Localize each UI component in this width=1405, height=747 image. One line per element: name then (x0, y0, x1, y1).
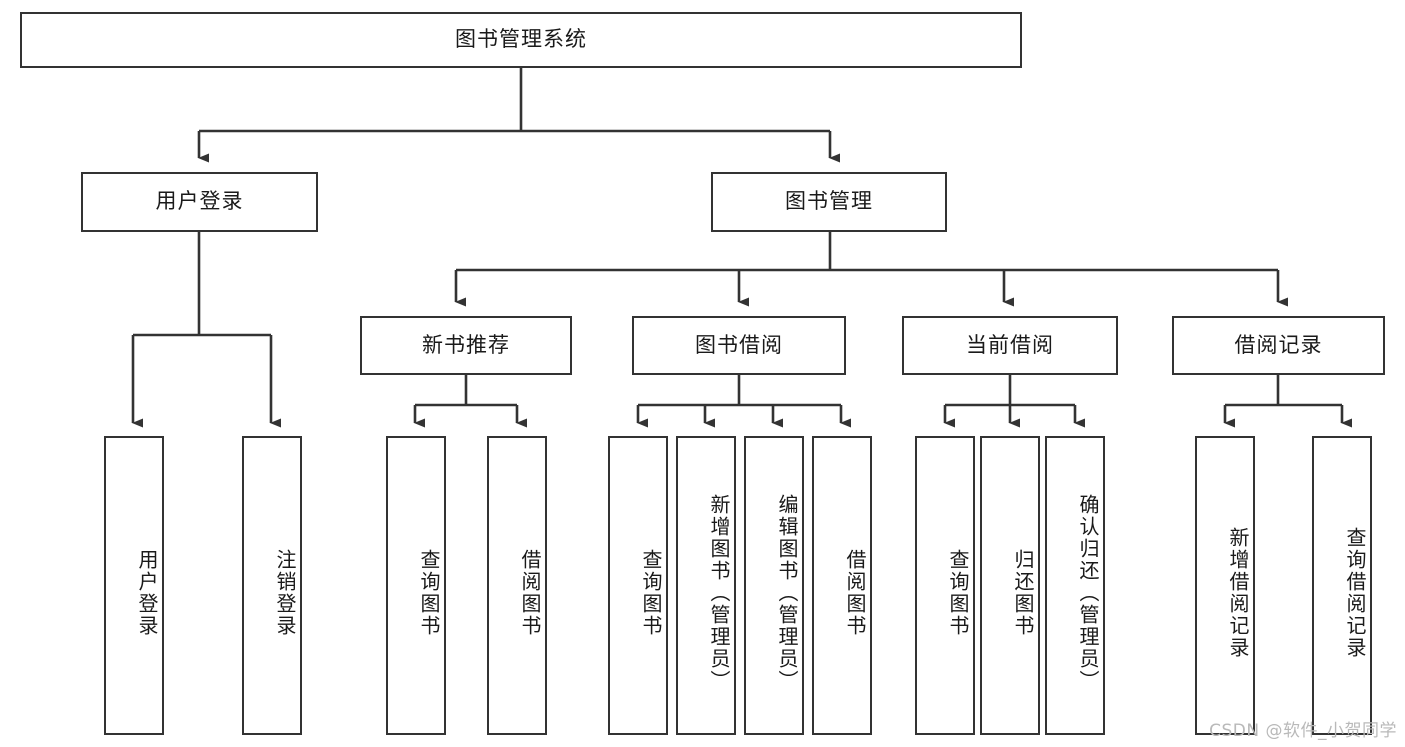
leaf-current-borrow-confirm-return-admin[interactable]: 确认归还（管理员） (1045, 436, 1105, 735)
node-label: 注销登录 (273, 548, 297, 637)
leaf-book-borrow-query-books[interactable]: 查询图书 (608, 436, 668, 735)
node-label: 借阅记录 (1234, 332, 1323, 357)
node-label: 查询图书 (417, 548, 441, 637)
csdn-watermark: CSDN @软件_小贺同学 (1209, 721, 1397, 741)
node-label: 新增图书（管理员） (707, 493, 731, 692)
leaf-new-book-query-books[interactable]: 查询图书 (386, 436, 446, 735)
node-root-book-management-system[interactable]: 图书管理系统 (20, 12, 1022, 68)
node-label: 用户登录 (135, 548, 159, 637)
leaf-current-borrow-return-books[interactable]: 归还图书 (980, 436, 1040, 735)
leaf-book-borrow-add-book-admin[interactable]: 新增图书（管理员） (676, 436, 736, 735)
node-label: 图书管理 (785, 189, 873, 214)
leaf-book-borrow-borrow-books[interactable]: 借阅图书 (812, 436, 872, 735)
node-label: 确认归还（管理员） (1076, 493, 1100, 692)
node-borrow-record[interactable]: 借阅记录 (1172, 316, 1385, 375)
leaf-user-login-login[interactable]: 用户登录 (104, 436, 164, 735)
node-label: 当前借阅 (966, 332, 1054, 357)
node-label: 用户登录 (155, 189, 244, 214)
node-user-login[interactable]: 用户登录 (81, 172, 318, 232)
node-label: 图书管理系统 (455, 27, 587, 52)
leaf-user-login-logout[interactable]: 注销登录 (242, 436, 302, 735)
leaf-borrow-record-add-record[interactable]: 新增借阅记录 (1195, 436, 1255, 735)
leaf-new-book-borrow-books[interactable]: 借阅图书 (487, 436, 547, 735)
node-book-management[interactable]: 图书管理 (711, 172, 947, 232)
node-label: 新增借阅记录 (1226, 526, 1250, 659)
node-label: 归还图书 (1011, 548, 1035, 637)
node-label: 图书借阅 (695, 332, 783, 357)
node-label: 借阅图书 (843, 548, 867, 637)
node-new-book-recommend[interactable]: 新书推荐 (360, 316, 572, 375)
node-label: 查询图书 (946, 548, 970, 637)
node-label: 借阅图书 (518, 548, 542, 637)
leaf-current-borrow-query-books[interactable]: 查询图书 (915, 436, 975, 735)
node-label: 查询借阅记录 (1343, 526, 1367, 659)
node-label: 查询图书 (639, 548, 663, 637)
node-current-borrow[interactable]: 当前借阅 (902, 316, 1118, 375)
node-label: 编辑图书（管理员） (775, 493, 799, 692)
node-book-borrow[interactable]: 图书借阅 (632, 316, 846, 375)
node-label: 新书推荐 (422, 332, 510, 357)
leaf-book-borrow-edit-book-admin[interactable]: 编辑图书（管理员） (744, 436, 804, 735)
leaf-borrow-record-query-record[interactable]: 查询借阅记录 (1312, 436, 1372, 735)
